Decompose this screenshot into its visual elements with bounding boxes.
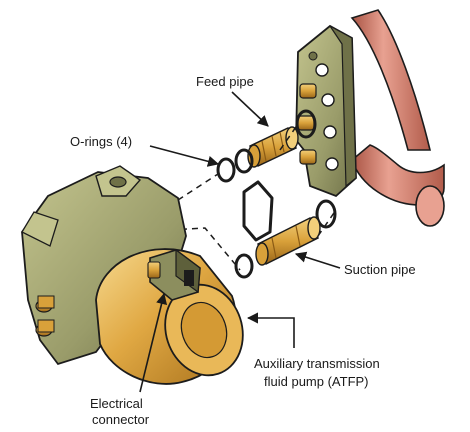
label-suction-pipe: Suction pipe [344,262,416,277]
red-pipe-upper [350,9,432,151]
transmission-case [295,9,445,227]
suction-pipe [255,216,321,266]
pump-side-bolts [35,295,55,337]
red-pipe-end [415,185,445,227]
gasket [242,180,274,242]
electrical-connector [147,248,201,301]
leader-o-rings [149,145,220,167]
leader-pump [246,312,295,348]
label-feed-pipe: Feed pipe [196,74,254,89]
label-connector-line2: connector [92,412,150,427]
feed-pipe [247,126,299,168]
suction-pipe-assembly [234,199,337,279]
case-bushings [297,83,317,165]
leader-lines [139,91,341,393]
feed-pipe-assembly [216,109,317,183]
case-bolts [308,51,339,171]
leader-connector [139,292,168,393]
o-ring-upper-left [216,157,236,183]
o-ring-lower-left [234,253,254,279]
label-o-rings: O-rings (4) [70,134,132,149]
label-pump-line1: Auxiliary transmission [254,356,380,371]
leader-suction-pipe [294,251,341,269]
label-connector-line1: Electrical [90,396,143,411]
o-ring-upper-mid [234,148,254,174]
leader-feed-pipe [231,91,269,127]
auxiliary-pump [21,165,244,385]
o-ring-lower-right [315,199,337,229]
label-pump-line2: fluid pump (ATFP) [264,374,369,389]
o-ring-upper-right [295,109,317,139]
